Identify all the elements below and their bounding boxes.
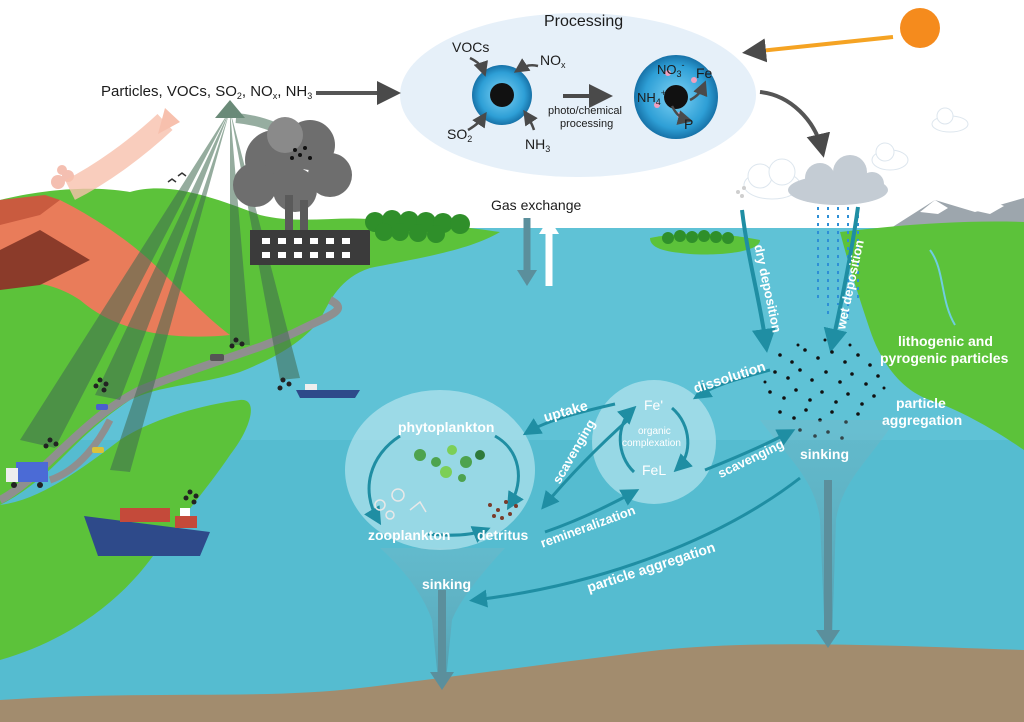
bird-icon (167, 172, 187, 183)
no3-label: NO3- (657, 60, 685, 79)
ship-icon (296, 384, 360, 398)
nox-label: NOx (540, 52, 566, 70)
particle-aggregation-label-2: aggregation (882, 412, 963, 428)
nh4-label: NH4+ (637, 88, 667, 107)
p-label: P (684, 116, 694, 132)
seafloor (0, 644, 1024, 722)
phytoplankton-label: phytoplankton (398, 419, 495, 435)
sun-icon (900, 8, 940, 48)
phytoplankton-icon (414, 445, 485, 482)
truck-icon (6, 462, 48, 488)
fe-prime-label: Fe' (644, 397, 664, 413)
forest-icon (365, 210, 470, 243)
tanker-ship-icon (84, 508, 210, 556)
car-icon (92, 354, 224, 453)
detritus-icon (488, 500, 518, 520)
road (0, 296, 342, 504)
so2-label: SO2 (447, 126, 473, 144)
factory-icon (233, 117, 352, 230)
processing-line1: photo/chemical (548, 105, 622, 117)
diagram-title: Processing (544, 13, 624, 30)
nh3-label: NH3 (525, 136, 551, 154)
right-land (840, 221, 1024, 450)
lithogenic-label-2: pyrogenic particles (880, 350, 1009, 366)
particle-cloud (763, 338, 886, 440)
particle-aggregation-label-1: particle (896, 395, 946, 411)
cloud-icon (743, 107, 969, 200)
biology-cycle (345, 390, 535, 550)
gas-exchange-label: Gas exchange (491, 197, 582, 213)
zooplankton-icon (374, 488, 427, 520)
vocs-label: VOCs (452, 39, 490, 55)
processing-line2: processing (560, 118, 614, 130)
rain-cloud-icon (788, 155, 888, 205)
organic-label: organic (638, 426, 671, 437)
lithogenic-label-1: lithogenic and (898, 333, 993, 349)
sinking-left-label: sinking (422, 576, 472, 592)
fel-label: FeL (642, 462, 667, 478)
emissions-label: Particles, VOCs, SO2, NOx, NH3 (101, 83, 313, 101)
fe-label: Fe (696, 65, 713, 81)
detritus-label: detritus (477, 527, 529, 543)
sinking-right-label: sinking (800, 446, 850, 462)
zooplankton-label: zooplankton (368, 527, 451, 543)
complexation-label: complexation (622, 438, 681, 449)
